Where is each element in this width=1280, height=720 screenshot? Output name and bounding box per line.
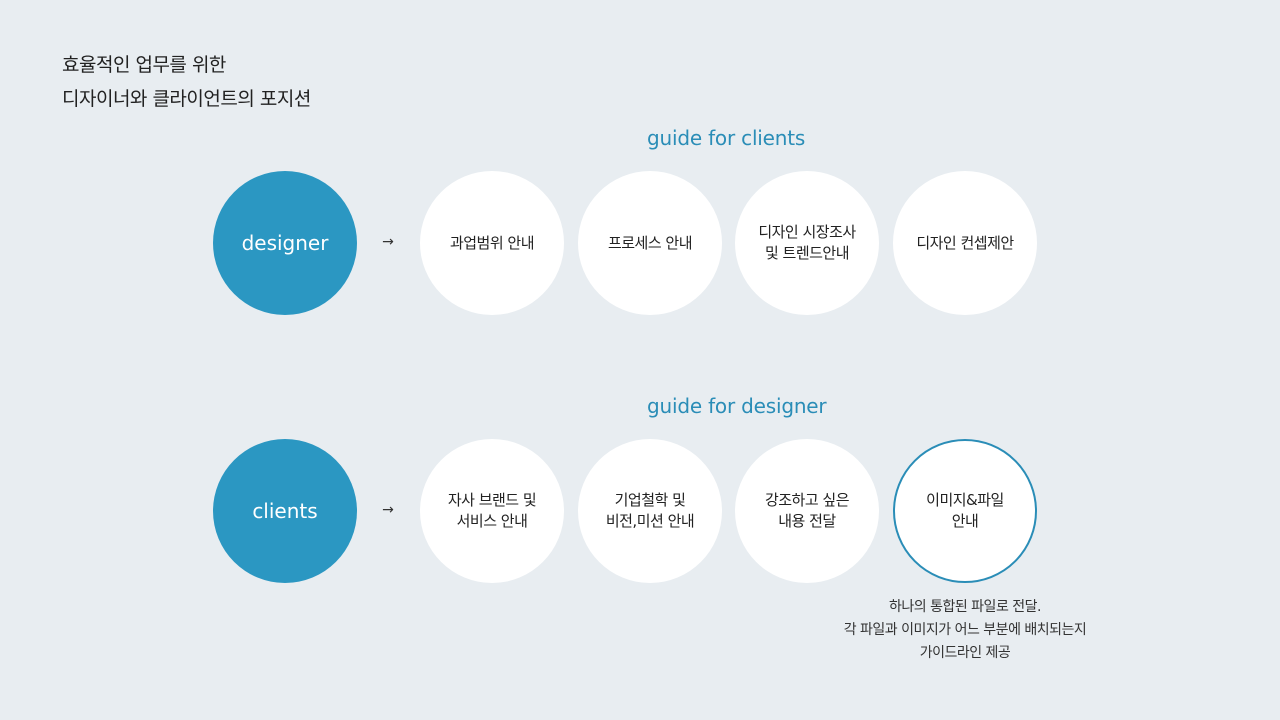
- item-label: 과업범위 안내: [449, 233, 535, 252]
- item-label: 강조하고 싶은 내용 전달: [764, 491, 850, 530]
- role-circle-clients: clients: [213, 439, 357, 583]
- role-circle-designer: designer: [213, 171, 357, 315]
- item-circle-highlighted: 이미지&파일 안내: [893, 439, 1037, 583]
- note-line-3: 가이드라인 제공: [919, 645, 1011, 661]
- item-circle: 기업철학 및 비전,미션 안내: [578, 439, 722, 583]
- section-label-guide-for-clients: guide for clients: [647, 126, 806, 150]
- item-circle: 디자인 시장조사 및 트렌드안내: [735, 171, 879, 315]
- item-circle: 프로세스 안내: [578, 171, 722, 315]
- item-circle: 강조하고 싶은 내용 전달: [735, 439, 879, 583]
- item-label: 기업철학 및 비전,미션 안내: [605, 491, 695, 530]
- item-circle: 디자인 컨셉제안: [893, 171, 1037, 315]
- item-label: 자사 브랜드 및 서비스 안내: [447, 491, 537, 530]
- note-text: 하나의 통합된 파일로 전달. 각 파일과 이미지가 어느 부분에 배치되는지 …: [820, 596, 1110, 665]
- item-circle: 과업범위 안내: [420, 171, 564, 315]
- note-line-1: 하나의 통합된 파일로 전달.: [889, 599, 1041, 615]
- item-label: 디자인 컨셉제안: [916, 233, 1014, 252]
- role-label: designer: [241, 231, 329, 255]
- section-label-guide-for-designer: guide for designer: [647, 394, 827, 418]
- item-label: 디자인 시장조사 및 트렌드안내: [758, 223, 856, 262]
- page-title: 효율적인 업무를 위한 디자이너와 클라이언트의 포지션: [62, 48, 311, 116]
- title-line-2: 디자이너와 클라이언트의 포지션: [62, 88, 311, 110]
- item-label: 프로세스 안내: [607, 233, 693, 252]
- note-line-2: 각 파일과 이미지가 어느 부분에 배치되는지: [843, 622, 1087, 638]
- role-label: clients: [252, 499, 318, 523]
- arrow-icon: →: [382, 234, 394, 250]
- title-line-1: 효율적인 업무를 위한: [62, 54, 226, 76]
- item-circle: 자사 브랜드 및 서비스 안내: [420, 439, 564, 583]
- arrow-icon: →: [382, 502, 394, 518]
- item-label: 이미지&파일 안내: [926, 491, 1004, 530]
